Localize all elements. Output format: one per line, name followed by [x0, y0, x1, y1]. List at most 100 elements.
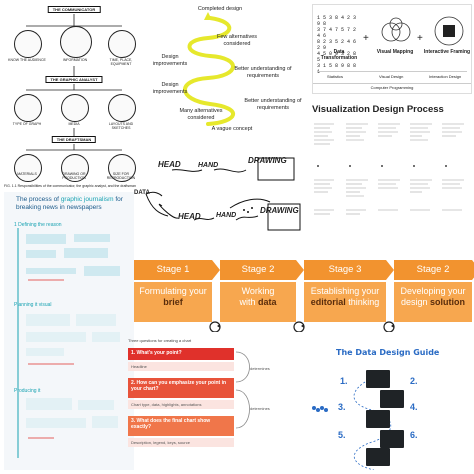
communicator-title: THE COMMUNICATOR	[47, 6, 101, 13]
ddg-path	[312, 377, 392, 470]
stage-1-bold: brief	[163, 297, 183, 307]
ddg-title: The Data Design Guide	[336, 348, 440, 357]
label-visual-design: Visual Design	[379, 74, 404, 79]
spiral-vague: A vague concept	[211, 126, 253, 132]
stage-2: Stage 2 Working with data	[220, 260, 304, 322]
ddg-card-5	[366, 448, 390, 466]
q1-bar: 1. What's your point?	[128, 348, 234, 360]
stage-1: Stage 1 Formulating your brief	[134, 260, 220, 322]
sketch-lines	[145, 157, 301, 231]
stages-process: Stage 1 Formulating your brief Stage 2 W…	[132, 260, 474, 332]
circle-media	[61, 94, 89, 122]
gj-step-2: Planning it visual	[14, 302, 52, 308]
spiral-design-diagram: Completed design Few alternatives consid…	[148, 6, 308, 134]
three-questions: Three questions for creating a chart 1. …	[128, 336, 304, 470]
circle-materials	[14, 154, 42, 182]
stage-3-head: Stage 3	[304, 260, 394, 280]
matrix-row: 3 7 4 7 5 7 2 4 6	[317, 27, 357, 39]
spiral-curve	[183, 12, 236, 126]
stage-2-head: Stage 2	[220, 260, 304, 280]
ddg-num-1: 1.	[340, 376, 348, 386]
stage-1-head: Stage 1	[134, 260, 220, 280]
spiral-better-2: Better understanding of requirements	[244, 98, 302, 111]
spiral-improve-1: Design improvements	[152, 54, 188, 67]
label-interaction-design: Interaction Design	[429, 74, 462, 79]
communicator-caption: FIG. 1.1 Responsibilities of the communi…	[4, 184, 136, 188]
vdp-title: Visualization Design Process	[312, 104, 444, 115]
stage-2-line2: with	[239, 297, 258, 307]
ddg-num-3: 3.	[338, 402, 346, 412]
label-visual-mapping: Visual Mapping	[376, 49, 414, 55]
ddg-card-1	[366, 370, 390, 388]
bottom-row: Statistics Visual Design Interaction Des…	[317, 71, 467, 79]
circle-information	[60, 26, 92, 58]
stage-4-line1: Developing your	[400, 286, 466, 296]
determines-2: determines	[250, 406, 270, 411]
data-matrix: 1 5 3 8 4 2 3 9 8 3 7 4 7 5 7 2 4 6 8 2 …	[317, 15, 361, 75]
data-design-guide: The Data Design Guide 1. 2. 3. 4. 5. 6.	[308, 340, 472, 470]
cycle-icon	[383, 321, 395, 332]
venn-icon	[381, 17, 411, 42]
label-time-place: TIME, PLACE, EQUIPMENT	[109, 58, 133, 66]
draftsman-title: THE DRAFTSMAN	[51, 136, 97, 143]
communicator-diagram: THE COMMUNICATOR KNOW THE AUDIENCE INFOR…	[4, 4, 144, 190]
spiral-few: Few alternatives considered	[216, 34, 258, 47]
gj-step-1: 1 Defining the reason	[14, 222, 62, 228]
label-audience: KNOW THE AUDIENCE	[8, 58, 46, 62]
stage-4-bold: solution	[430, 297, 466, 307]
graphic-journalism-process: The process of graphic journalism for br…	[4, 192, 134, 470]
q2-bar: 2. How can you emphasize your point in y…	[128, 378, 234, 398]
sketch-drawing-1: DRAWING	[248, 156, 287, 165]
sketch-data: DATA	[134, 190, 150, 196]
matrix-row: 1 5 3 8 4 2 3 9 8	[317, 15, 357, 27]
label-information: INFORMATION	[62, 58, 88, 62]
sketch-hand-1: HAND	[198, 162, 219, 169]
stage-4-head: Stage 2	[394, 260, 474, 280]
label-layouts: LAYOUTS AND SKETCHES	[108, 122, 134, 130]
circle-drawing	[61, 154, 89, 182]
stage-3-line1: Establishing your	[310, 286, 380, 296]
stage-4-body: Developing your design solution	[394, 282, 472, 322]
ddg-num-6: 6.	[410, 430, 418, 440]
q3-sub: Description, legend, keys, source	[128, 438, 234, 447]
stage-3-body: Establishing your editorial thinking	[304, 282, 386, 322]
stage-3: Stage 3 Establishing your editorial thin…	[304, 260, 394, 322]
label-interactive-framing: Interactive Framing	[423, 49, 471, 55]
label-drawing: DRAWING OR PRODUCTION	[62, 172, 86, 180]
sketch-head-1: HEAD	[158, 160, 181, 169]
sketch-head-2: HEAD	[178, 212, 201, 221]
label-size: SIZE FOR REPRODUCTION	[106, 172, 136, 180]
label-computer-programming: Computer Programming	[313, 83, 471, 90]
head-hand-drawing-sketch: HEAD HAND DRAWING DATA HEAD HAND DRAWING	[132, 150, 310, 250]
stage-1-body: Formulating your brief	[134, 282, 212, 322]
stage-4-line2: design	[400, 297, 431, 307]
stage-3-line2: thinking	[345, 297, 380, 307]
circle-audience	[14, 30, 42, 58]
ddg-card-2	[380, 390, 404, 408]
circle-size	[108, 154, 136, 182]
ddg-card-3	[366, 410, 390, 428]
vdp-text-columns	[314, 123, 464, 215]
gj-title-prefix: The process of	[16, 196, 61, 203]
matrix-row: 4 5 0 9 3 2 8 5	[317, 51, 357, 63]
label-type-of-graph: TYPE OF GRAPH	[12, 122, 42, 126]
matrix-row: 8 2 3 5 2 4 6 2 9	[317, 39, 357, 51]
q2-sub: Chart type, data, highlights, annotation…	[128, 400, 234, 409]
sketch-hand-2: HAND	[216, 212, 237, 219]
stage-1-line1: Formulating your	[139, 286, 207, 296]
graphic-analyst-title: THE GRAPHIC ANALYST	[45, 76, 103, 83]
spiral-improve-2: Design improvements	[152, 82, 188, 95]
stage-3-bold: editorial	[310, 297, 346, 307]
determines-1: determines	[250, 366, 270, 371]
vis-design-process: Visualization Design Process	[312, 100, 470, 250]
gj-title: The process of graphic journalism for br…	[16, 196, 132, 211]
gj-flow	[17, 228, 120, 458]
determines-brackets	[235, 351, 250, 429]
gj-title-suffix: for breaking news in newspapers	[16, 196, 123, 211]
data-transformation-diagram: 1 5 3 8 4 2 3 9 8 3 7 4 7 5 7 2 4 6 8 2 …	[312, 4, 472, 94]
circle-type-of-graph	[14, 94, 42, 122]
label-materials: MATERIALS	[17, 172, 37, 176]
stage-4: Stage 2 Developing your design solution	[394, 260, 474, 322]
label-data-transformation: Data Transformation	[320, 49, 358, 61]
cycle-icon	[293, 321, 305, 332]
